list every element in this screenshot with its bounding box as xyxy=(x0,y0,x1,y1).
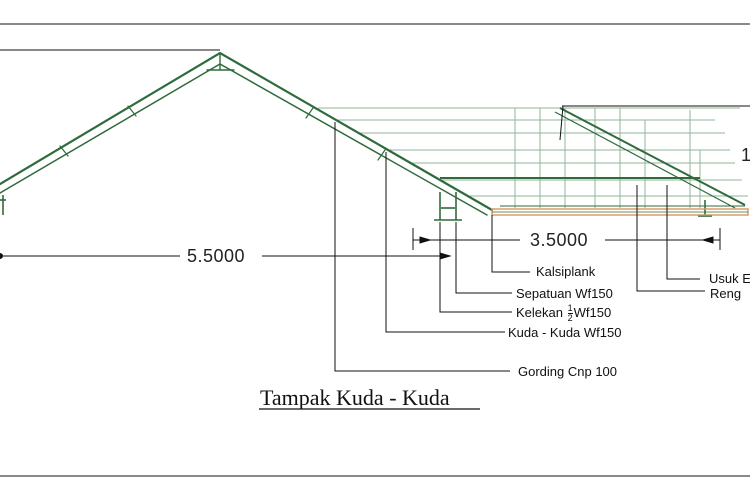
callout-kuda-kuda: Kuda - Kuda Wf150 xyxy=(508,325,622,340)
sheet-border xyxy=(0,23,750,477)
callout-usuk: Usuk E xyxy=(709,271,750,286)
callout-gording: Gording Cnp 100 xyxy=(518,364,618,379)
right-truss xyxy=(440,107,746,209)
leader-lines xyxy=(334,105,750,372)
callout-sepatuan: Sepatuan Wf150 xyxy=(516,286,613,301)
dimension-partial: 1 xyxy=(741,145,750,165)
dimension-lines xyxy=(0,49,721,260)
kelekan-prefix: Kelekan xyxy=(516,304,567,320)
fraction-denominator: 2 xyxy=(567,313,573,323)
dimension-left: 5.5000 xyxy=(187,246,246,266)
callout-reng: Reng xyxy=(710,286,742,301)
kalsiplank-fascia xyxy=(491,208,749,216)
main-truss xyxy=(0,51,494,216)
drawing-title: Tampak Kuda - Kuda xyxy=(260,385,450,410)
kelekan-suffix: Wf150 xyxy=(573,304,612,320)
callout-kalsiplank: Kalsiplank xyxy=(536,264,596,279)
dimension-right: 3.5000 xyxy=(530,230,589,250)
support-posts xyxy=(0,192,712,221)
roof-grid xyxy=(318,107,748,208)
fraction-numerator: 1 xyxy=(567,303,573,314)
